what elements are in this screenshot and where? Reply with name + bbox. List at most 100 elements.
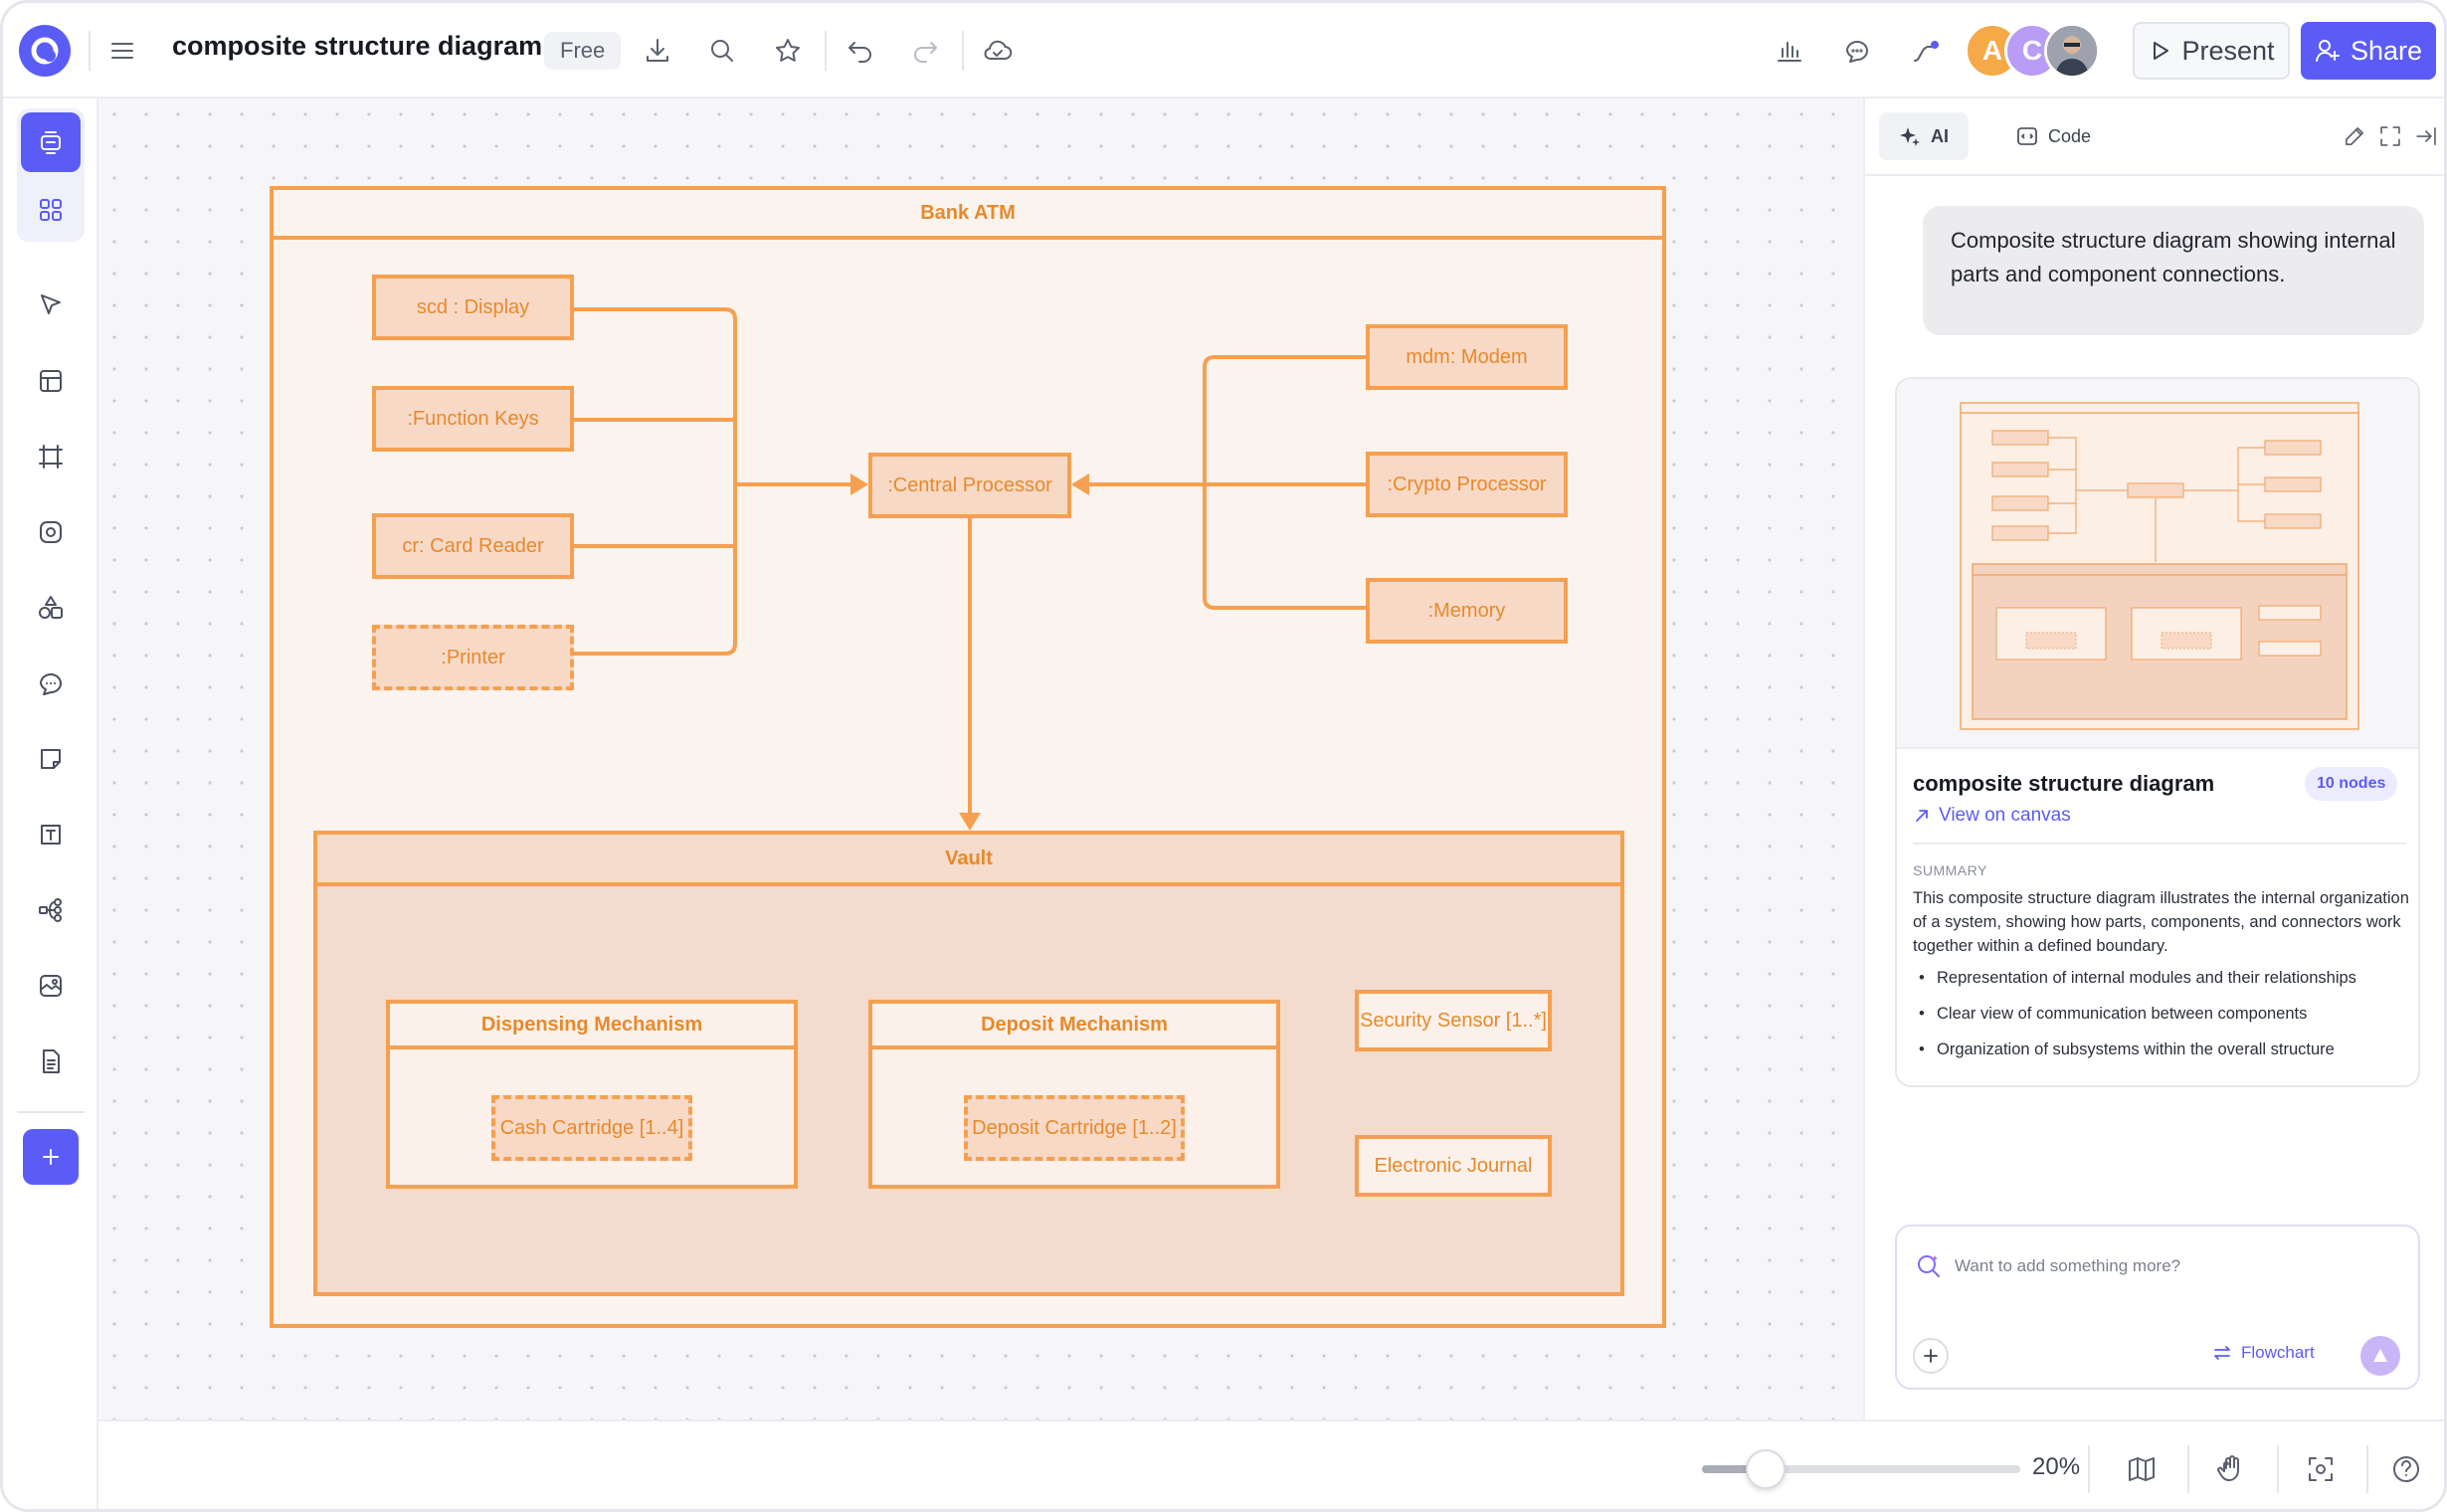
zoom-slider-track[interactable] (1702, 1465, 2020, 1473)
top-bar: composite structure diagram Free (3, 3, 2444, 98)
templates-button[interactable] (21, 180, 81, 240)
tab-code-label: Code (2048, 125, 2092, 146)
canvas[interactable]: Bank ATM scd : Dis (98, 98, 1863, 1419)
menu-icon[interactable] (102, 31, 142, 71)
add-user-icon (2315, 40, 2340, 62)
part-crypto-processor[interactable]: :Crypto Processor (1366, 452, 1568, 517)
logo-icon (31, 37, 59, 65)
comment-tool[interactable] (21, 654, 81, 713)
shapes-tool[interactable] (21, 578, 81, 638)
undo-icon[interactable] (841, 31, 880, 71)
tab-code[interactable]: Code (1996, 112, 2111, 160)
list-item: Clear view of communication between comp… (1913, 1002, 2410, 1026)
attach-button[interactable] (1913, 1338, 1949, 1374)
text-tool[interactable] (21, 805, 81, 864)
summary-heading: SUMMARY (1913, 862, 1987, 878)
tab-ai[interactable]: AI (1879, 112, 1969, 160)
composite-structure-diagram[interactable]: Bank ATM scd : Dis (98, 98, 1863, 1419)
share-label: Share (2350, 35, 2423, 66)
list-item: Organization of subsystems within the ov… (1913, 1038, 2410, 1061)
redo-icon[interactable] (905, 31, 945, 71)
fit-screen-icon[interactable] (2301, 1449, 2341, 1489)
left-toolbar (3, 98, 98, 1509)
grid-icon (40, 199, 62, 221)
prompt-input-box[interactable]: Want to add something more? Flowchart (1895, 1225, 2420, 1390)
connector-icon[interactable] (1905, 31, 1945, 71)
part-deposit-cartridge[interactable]: Deposit Cartridge [1..2] (964, 1095, 1185, 1161)
frame-tool[interactable] (21, 351, 81, 411)
part-printer[interactable]: :Printer (372, 625, 574, 690)
component-tool[interactable] (21, 502, 81, 562)
diagram-type-selector[interactable]: Flowchart (2211, 1342, 2315, 1364)
comment-icon[interactable] (1837, 31, 1877, 71)
mindmap-icon (39, 898, 62, 922)
panel-tabs: AI Code (1865, 98, 2444, 176)
part-central-processor[interactable]: :Central Processor (868, 453, 1071, 518)
mindmap-tool[interactable] (21, 880, 81, 940)
vault-title: Vault (317, 835, 1620, 886)
dispensing-mechanism-title: Dispensing Mechanism (390, 1004, 794, 1049)
part-memory[interactable]: :Memory (1366, 578, 1568, 644)
help-icon[interactable] (2386, 1449, 2426, 1489)
summary-text: This composite structure diagram illustr… (1913, 889, 2409, 955)
card-title: composite structure diagram (1913, 771, 2215, 796)
diagram-thumbnail[interactable] (1897, 379, 2418, 749)
user-photo-icon (2047, 26, 2097, 76)
part-cash-cartridge[interactable]: Cash Cartridge [1..4] (491, 1095, 692, 1161)
text-box-icon (41, 825, 61, 845)
ai-robot-icon (41, 131, 61, 154)
download-icon[interactable] (638, 31, 677, 71)
media-tool[interactable] (21, 956, 81, 1016)
document-tool[interactable] (21, 1032, 81, 1091)
frame-corners-icon (39, 445, 63, 469)
hand-icon[interactable] (2211, 1449, 2251, 1489)
send-arrow-icon (2373, 1349, 2387, 1362)
chart-icon[interactable] (1770, 31, 1809, 71)
layout-icon (40, 370, 62, 392)
part-electronic-journal[interactable]: Electronic Journal (1355, 1135, 1552, 1197)
part-function-keys[interactable]: :Function Keys (372, 386, 574, 452)
diagram-thumbnail-image (1960, 402, 2359, 730)
expand-icon[interactable] (2372, 118, 2408, 154)
diagram-type-label: Flowchart (2241, 1343, 2315, 1362)
star-icon[interactable] (768, 31, 808, 71)
swap-icon (2214, 1346, 2230, 1360)
prompt-input[interactable]: Want to add something more? (1955, 1256, 2181, 1275)
sticky-note-tool[interactable] (21, 729, 81, 789)
document-title[interactable]: composite structure diagram (172, 31, 543, 61)
select-tool[interactable] (21, 276, 81, 335)
bank-atm-title: Bank ATM (274, 190, 1662, 240)
edit-icon[interactable] (2337, 118, 2372, 154)
add-plugin-button[interactable] (23, 1129, 79, 1185)
map-icon[interactable] (2122, 1449, 2162, 1489)
user-prompt-bubble: Composite structure diagram showing inte… (1923, 206, 2424, 335)
ai-panel: AI Code Composite structure diagram show… (1863, 98, 2444, 1419)
zoom-level: 20% (2032, 1453, 2081, 1480)
collapse-panel-icon[interactable] (2408, 118, 2444, 154)
avatar[interactable] (2044, 23, 2100, 79)
list-item: Representation of internal modules and t… (1913, 966, 2410, 990)
plus-icon (43, 1149, 59, 1165)
app-logo[interactable] (19, 25, 71, 77)
cloud-sync-icon[interactable] (978, 31, 1018, 71)
part-security-sensor[interactable]: Security Sensor [1..*] (1355, 990, 1552, 1051)
sparkle-icon (1900, 127, 1920, 146)
result-card[interactable]: composite structure diagram 10 nodes Vie… (1895, 377, 2420, 1087)
container-tool[interactable] (21, 427, 81, 486)
zoom-slider-fill (1702, 1465, 1766, 1473)
ai-assistant-button[interactable] (21, 112, 81, 172)
document-icon (43, 1049, 60, 1073)
share-button[interactable]: Share (2301, 22, 2436, 80)
ai-search-icon (1918, 1255, 1940, 1277)
present-button[interactable]: Present (2133, 22, 2290, 80)
connector-lines (574, 307, 1366, 831)
search-icon[interactable] (702, 31, 742, 71)
view-on-canvas-link[interactable]: View on canvas (1913, 805, 2071, 827)
send-button[interactable] (2360, 1336, 2400, 1376)
part-display[interactable]: scd : Display (372, 275, 574, 340)
part-card-reader[interactable]: cr: Card Reader (372, 513, 574, 579)
zoom-slider-thumb[interactable] (1746, 1449, 1786, 1489)
part-modem[interactable]: mdm: Modem (1366, 324, 1568, 390)
tab-ai-label: AI (1931, 125, 1949, 146)
